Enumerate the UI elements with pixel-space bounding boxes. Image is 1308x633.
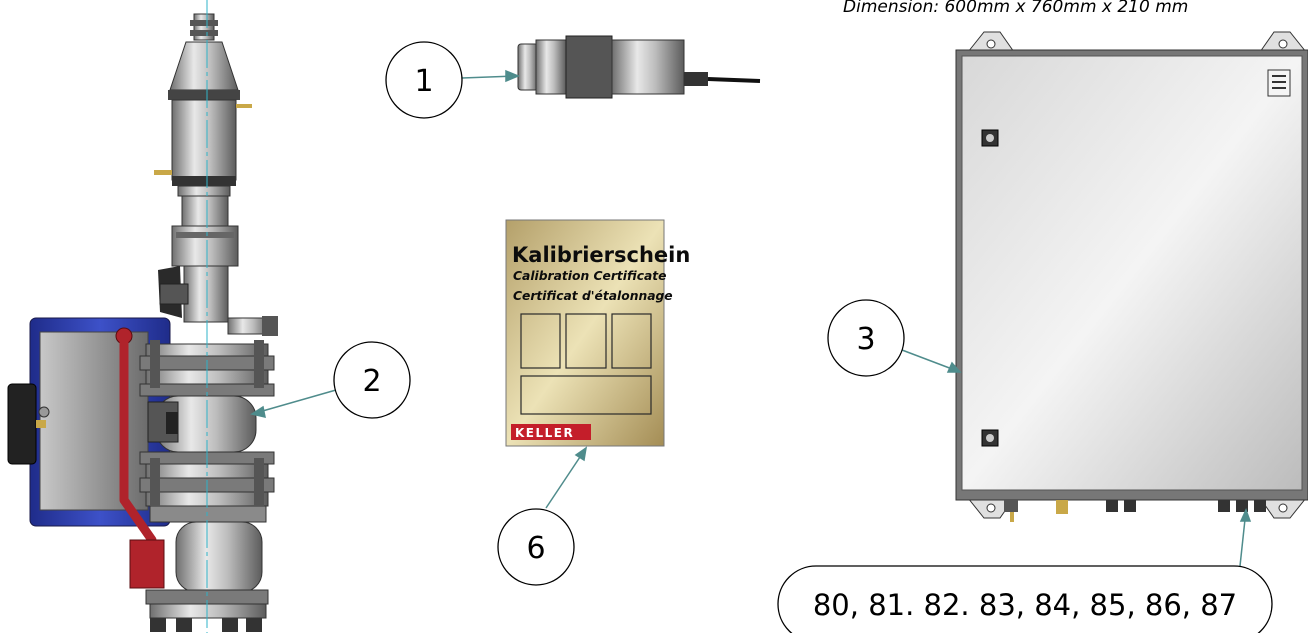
dimension-note: Dimension: 600mm x 760mm x 210 mm (843, 0, 1188, 17)
svg-text:2: 2 (362, 364, 381, 399)
calibration-certificate: Kalibrierschein Calibration Certificate … (505, 219, 690, 447)
svg-text:1: 1 (414, 64, 433, 99)
svg-text:6: 6 (526, 531, 545, 566)
certificate-title: Kalibrierschein (512, 243, 690, 267)
certificate-subtitle-fr: Certificat d'étalonnage (513, 289, 673, 303)
certificate-subtitle-en: Calibration Certificate (513, 269, 667, 283)
svg-text:80, 81. 82. 83, 84, 85, 86, 87: 80, 81. 82. 83, 84, 85, 86, 87 (813, 588, 1237, 622)
leader-6-arrow (574, 446, 588, 462)
callout-3: 3 (827, 299, 905, 377)
leader-1-arrow (505, 69, 520, 83)
callout-2: 2 (333, 341, 411, 419)
control-cabinet (955, 31, 1308, 522)
pressure-sensor (517, 35, 761, 99)
leader-2-arrow (250, 405, 266, 418)
gland-numbers-label: 80, 81. 82. 83, 84, 85, 86, 87 (777, 565, 1273, 633)
callout-6: 6 (497, 508, 575, 586)
leader-lines (250, 69, 1252, 567)
svg-text:3: 3 (856, 322, 875, 357)
keller-logo-text: KELLER (515, 426, 574, 440)
leader-2 (251, 389, 337, 415)
valve-assembly (7, 0, 278, 633)
leader-6 (545, 447, 587, 509)
leader-80-arrow (1239, 508, 1252, 522)
keller-logo (511, 424, 591, 440)
leader-3-arrow (946, 361, 962, 373)
callout-1: 1 (385, 41, 463, 119)
